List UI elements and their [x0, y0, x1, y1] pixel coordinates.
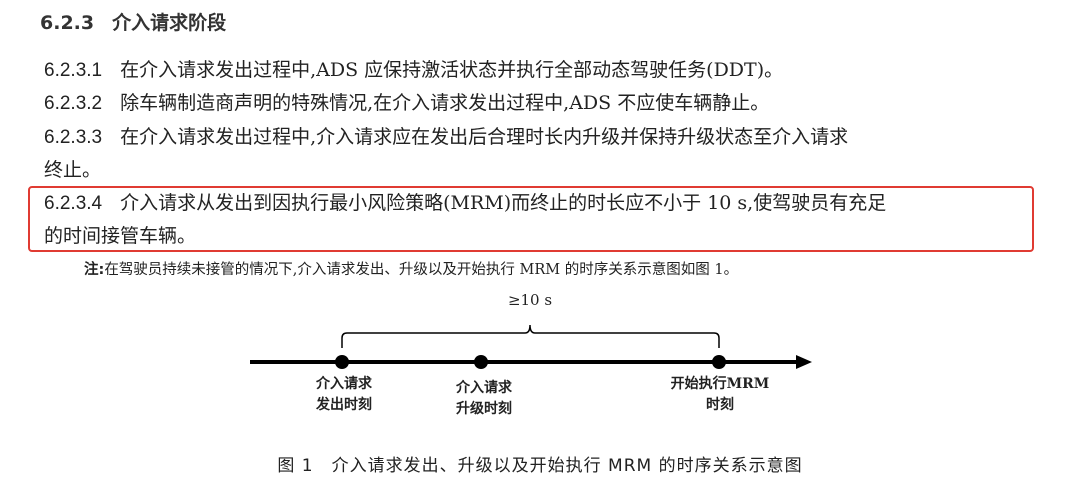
clause-6-2-3-2: 6.2.3.2 除车辆制造商声明的特殊情况,在介入请求发出过程中,ADS 不应使车…: [44, 87, 769, 120]
note: 注:在驾驶员持续未接管的情况下,介入请求发出、升级以及开始执行 MRM 的时序关…: [84, 258, 738, 279]
clause-number: 6.2.3.4: [44, 193, 103, 214]
clause-text: 除车辆制造商声明的特殊情况,在介入请求发出过程中,ADS 不应使车辆静止。: [120, 92, 770, 114]
event-label-line: 发出时刻: [316, 397, 372, 413]
clause-6-2-3-1: 6.2.3.1 在介入请求发出过程中,ADS 应保持激活状态并执行全部动态驾驶任务…: [44, 54, 783, 87]
caption-number: 图 1: [277, 456, 314, 476]
clause-number: 6.2.3.1: [44, 60, 103, 81]
section-number: 6.2.3: [40, 12, 95, 34]
figure-caption: 图 1 介入请求发出、升级以及开始执行 MRM 的时序关系示意图: [0, 451, 1080, 476]
clause-text-continued: 的时间接管车辆。: [44, 225, 197, 247]
clause-text-continued: 终止。: [44, 159, 102, 181]
event-label-escalate: 介入请求升级时刻: [456, 378, 512, 420]
highlight-box: [28, 186, 1034, 252]
section-title: 介入请求阶段: [112, 12, 227, 34]
event-label-line: 升级时刻: [456, 401, 512, 417]
note-text: 在驾驶员持续未接管的情况下,介入请求发出、升级以及开始执行 MRM 的时序关系示…: [104, 262, 739, 278]
note-label: 注:: [84, 262, 105, 278]
arrow-head-icon: [796, 355, 812, 369]
event-label-line: 介入请求: [456, 380, 512, 396]
duration-brace: [341, 324, 720, 348]
event-dot: [712, 355, 726, 369]
caption-text: 介入请求发出、升级以及开始执行 MRM 的时序关系示意图: [331, 456, 803, 476]
clause-6-2-3-4: 6.2.3.4 介入请求从发出到因执行最小风险策略(MRM)而终止的时长应不小于 …: [44, 187, 886, 220]
event-label-line: 介入请求: [316, 376, 372, 392]
clause-text: 介入请求从发出到因执行最小风险策略(MRM)而终止的时长应不小于 10 s,使驾…: [120, 192, 887, 214]
clause-number: 6.2.3.3: [44, 127, 103, 148]
event-dot: [335, 355, 349, 369]
clause-6-2-3-3: 6.2.3.3 在介入请求发出过程中,介入请求应在发出后合理时长内升级并保持升级状…: [44, 121, 848, 154]
clause-number: 6.2.3.2: [44, 93, 103, 114]
event-dot: [474, 355, 488, 369]
section-heading: 6.2.3 介入请求阶段: [40, 8, 226, 35]
duration-label: ≥10 s: [507, 291, 553, 309]
event-label-line: 开始执行MRM: [670, 376, 770, 392]
event-label-mrm: 开始执行MRM 时刻: [671, 374, 770, 416]
clause-text: 在介入请求发出过程中,介入请求应在发出后合理时长内升级并保持升级状态至介入请求: [120, 126, 849, 148]
event-label-issue: 介入请求发出时刻: [316, 374, 372, 416]
event-label-line: 时刻: [705, 397, 734, 413]
clause-text: 在介入请求发出过程中,ADS 应保持激活状态并执行全部动态驾驶任务(DDT)。: [120, 59, 784, 81]
